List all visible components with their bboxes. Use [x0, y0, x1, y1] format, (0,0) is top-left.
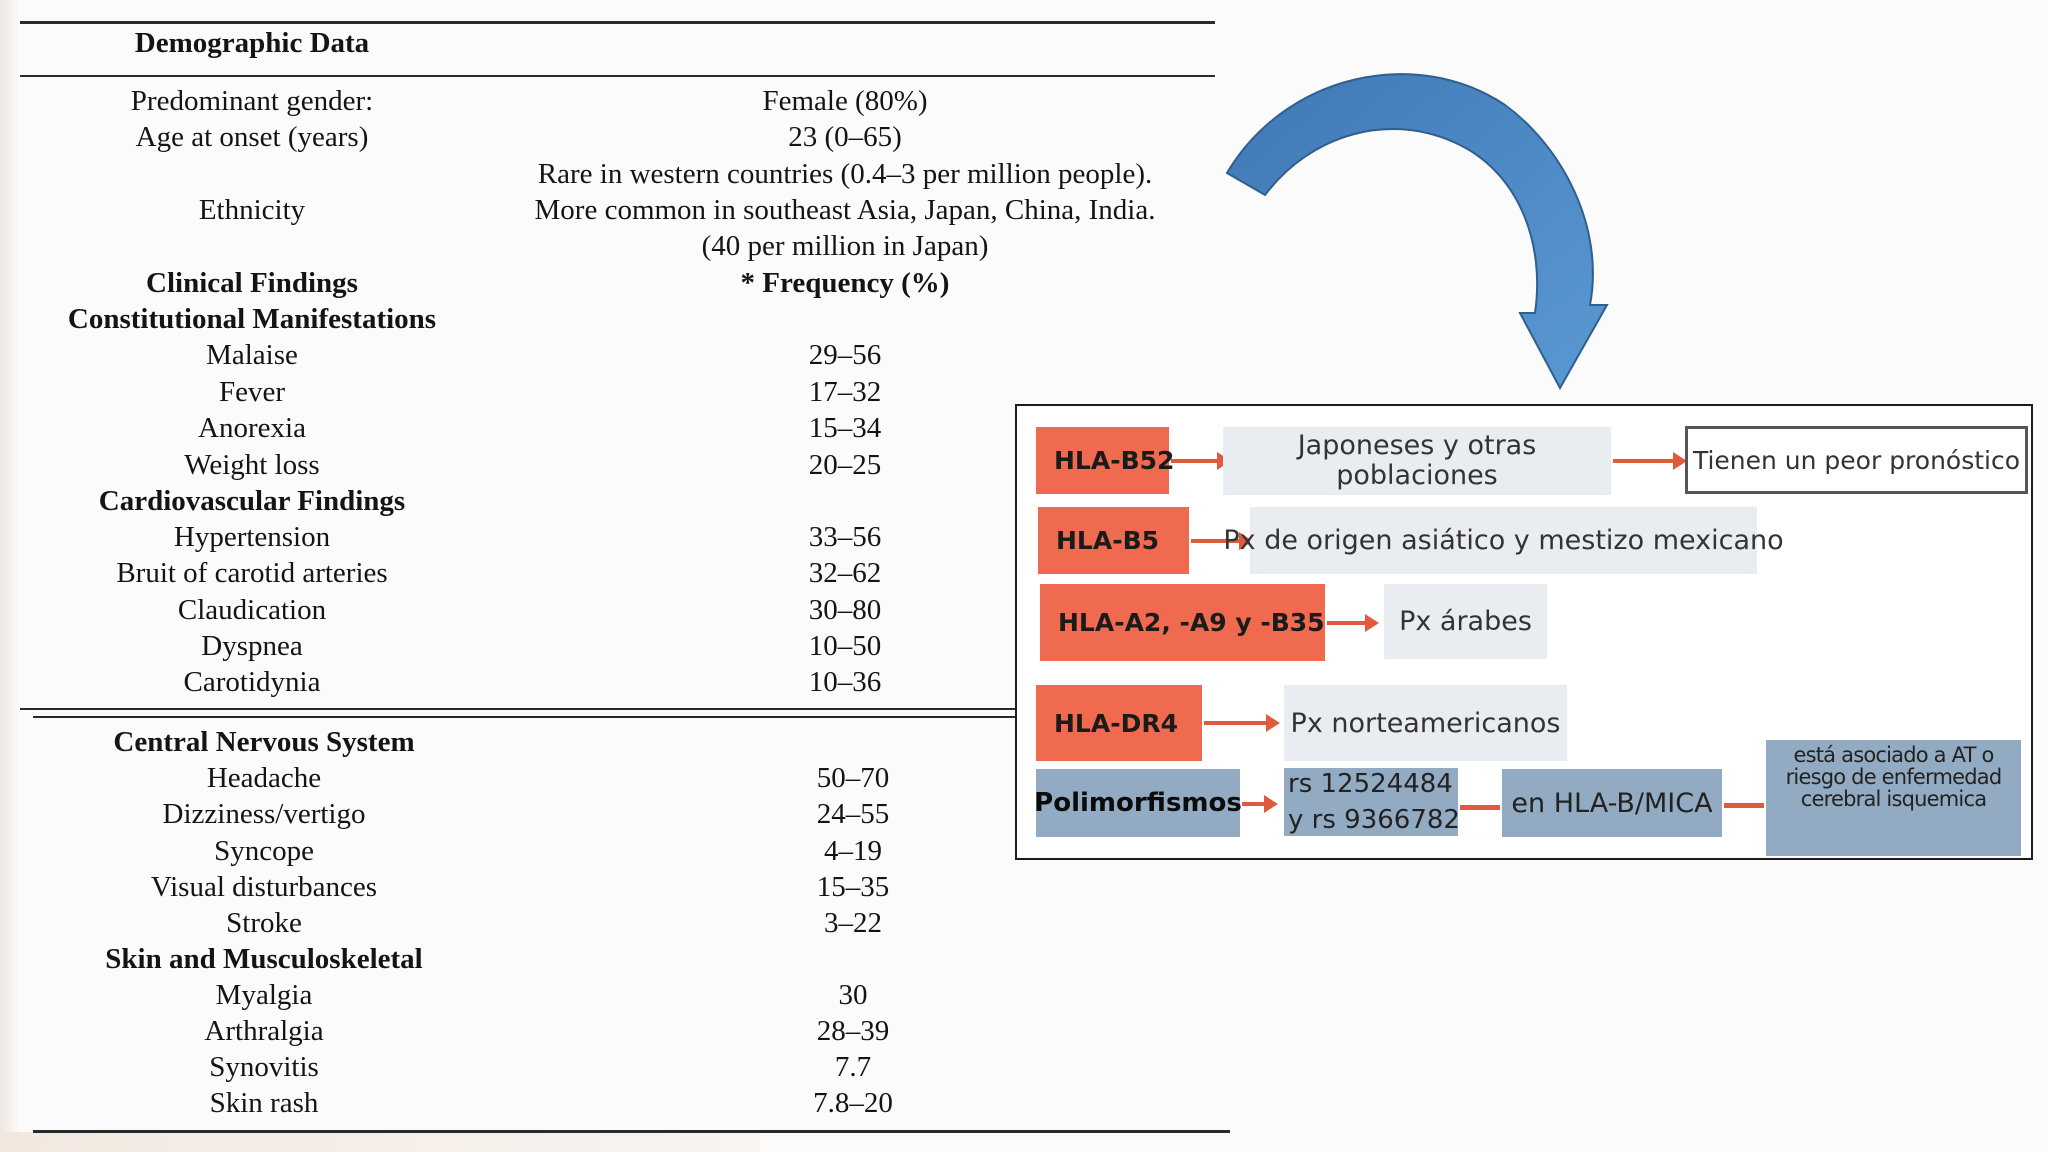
connector-line [1724, 803, 1764, 808]
row-label: Visual disturbances [150, 871, 378, 903]
row-label: Claudication [177, 594, 327, 626]
row-value: 33–56 [808, 521, 882, 553]
population-line: Px norteamericanos [1290, 707, 1561, 739]
row-label: Ethnicity [198, 194, 306, 226]
row-label: Hypertension [173, 521, 331, 553]
arrow-icon [1171, 452, 1231, 470]
association-box: está asociado a AT o riesgo de enfermeda… [1766, 740, 2021, 856]
table-top-rule [20, 21, 1215, 24]
row-label: Bruit of carotid arteries [116, 557, 388, 589]
row-value: 17–32 [808, 376, 882, 408]
marker-label: HLA-DR4 [1054, 708, 1178, 738]
row-label: Central Nervous System [113, 726, 415, 758]
row-value: More common in southeast Asia, Japan, Ch… [534, 194, 1156, 226]
outcome-label: Tienen un peor pronóstico [1692, 445, 2021, 475]
row-label: Carotidynia [183, 666, 321, 698]
hla-diagram-panel: HLA-B52 Japoneses y otras poblaciones Ti… [1015, 404, 2033, 860]
row-value: 10–36 [808, 666, 882, 698]
row-label: Malaise [206, 339, 298, 371]
hla-b5-box: HLA-B5 [1038, 507, 1189, 574]
arrow-icon [1242, 795, 1278, 813]
row-label: Headache [206, 762, 322, 794]
hla-dr4-box: HLA-DR4 [1036, 685, 1202, 761]
variant-line: y rs 9366782 [1288, 805, 1460, 835]
row-label: Arthralgia [204, 1015, 324, 1047]
row-label: Syncope [214, 835, 314, 867]
arrow-icon [1204, 714, 1280, 732]
page-edge-bottom [0, 1132, 760, 1152]
population-japanese-box: Japoneses y otras poblaciones [1223, 427, 1611, 495]
population-line: Px árabes [1399, 606, 1532, 637]
variant-line: rs 12524484 [1288, 769, 1453, 799]
row-label: Fever [218, 376, 286, 408]
polymorphisms-label: Polimorfismos [1034, 788, 1242, 818]
population-line: Px de origen asiático y mestizo mexicano [1223, 525, 1784, 556]
population-line: Japoneses y otras [1297, 430, 1537, 461]
arrow-icon [1191, 532, 1253, 550]
row-value: 15–34 [808, 412, 882, 444]
row-value: 4–19 [824, 835, 882, 867]
marker-label: HLA-B52 [1054, 446, 1175, 475]
marker-label: HLA-A2, -A9 y -B35 [1058, 608, 1325, 637]
curved-arrow-icon [1225, 73, 1609, 391]
mid-rule-2 [33, 716, 1020, 718]
association-line: está asociado a AT o [1793, 743, 1994, 767]
row-value: 3–22 [824, 907, 882, 939]
row-value: 23 (0–65) [788, 121, 902, 153]
row-label: Cardiovascular Findings [98, 485, 406, 517]
row-label: Anorexia [198, 412, 306, 444]
row-label: Synovitis [209, 1051, 319, 1083]
row-label: Predominant gender: [130, 85, 374, 117]
variants-box: rs 12524484 y rs 9366782 [1284, 768, 1460, 836]
hla-b52-box: HLA-B52 [1036, 427, 1174, 494]
row-label: Stroke [226, 907, 302, 939]
row-label: Myalgia [215, 979, 313, 1011]
row-label: Skin and Musculoskeletal [105, 943, 423, 975]
row-value: 28–39 [816, 1015, 890, 1047]
row-label: Dizziness/vertigo [162, 798, 366, 830]
page-edge [0, 0, 18, 1152]
row-value: 30 [838, 979, 868, 1011]
row-value: Female (80%) [762, 85, 928, 117]
row-value: Rare in western countries (0.4–3 per mil… [537, 158, 1153, 190]
row-value: 29–56 [808, 339, 882, 371]
row-label: Demographic Data [134, 27, 370, 59]
locus-box: en HLA-B/MICA [1502, 769, 1722, 837]
row-value: 32–62 [808, 557, 882, 589]
row-value: 50–70 [816, 762, 890, 794]
header-rule [20, 75, 1215, 77]
row-label: Weight loss [184, 449, 320, 481]
row-label: Skin rash [209, 1087, 319, 1119]
association-line: cerebral isquemica [1800, 787, 1987, 811]
association-line: riesgo de enfermedad [1785, 765, 2003, 789]
mid-rule-1 [20, 708, 1020, 710]
arrow-icon [1613, 452, 1687, 470]
row-value: 10–50 [808, 630, 882, 662]
population-line: poblaciones [1336, 460, 1498, 491]
population-arab-box: Px árabes [1384, 584, 1547, 659]
row-value: 30–80 [808, 594, 882, 626]
population-asian-box: Px de origen asiático y mestizo mexicano [1223, 507, 1784, 574]
locus-label: en HLA-B/MICA [1511, 787, 1713, 819]
row-value: 20–25 [808, 449, 882, 481]
hla-a2-box: HLA-A2, -A9 y -B35 [1040, 584, 1325, 661]
row-label: Clinical Findings [146, 267, 358, 299]
table-bottom-rule [33, 1130, 1230, 1133]
row-value: (40 per million in Japan) [701, 230, 989, 262]
population-north-american-box: Px norteamericanos [1284, 685, 1567, 761]
row-value: 7.8–20 [813, 1087, 893, 1119]
connector-line [1460, 805, 1500, 810]
row-value: * Frequency (%) [740, 267, 950, 299]
row-label: Age at onset (years) [135, 121, 369, 153]
row-label: Constitutional Manifestations [67, 303, 437, 335]
polymorphisms-box: Polimorfismos [1034, 769, 1242, 837]
row-value: 24–55 [816, 798, 890, 830]
marker-label: HLA-B5 [1056, 526, 1160, 555]
row-value: 7.7 [834, 1051, 872, 1083]
row-value: 15–35 [816, 871, 890, 903]
arrow-icon [1327, 614, 1379, 632]
row-label: Dyspnea [201, 630, 303, 662]
outcome-box: Tienen un peor pronóstico [1685, 426, 2028, 494]
